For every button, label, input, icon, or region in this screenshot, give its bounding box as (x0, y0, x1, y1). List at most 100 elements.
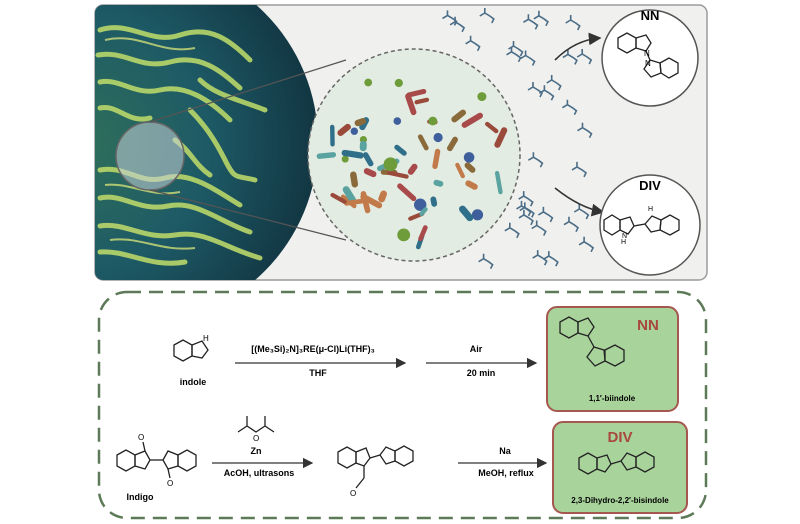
bacterium-cell (362, 152, 374, 167)
bacterium-cell (455, 162, 465, 179)
bacterium-cell (393, 117, 402, 125)
bacterium-cell (451, 109, 467, 123)
div-nh-atom-2: H (648, 206, 653, 213)
bacterium-cell (414, 198, 427, 211)
metabolite-molecule (442, 10, 458, 26)
bacterium-cell (432, 148, 441, 169)
bacterium-cell (316, 152, 337, 159)
acetic-anhydride-structure (237, 416, 275, 433)
biindole-structure (559, 316, 625, 367)
bacterium-cell (394, 144, 407, 156)
metabolite-molecule (520, 50, 536, 66)
arrow-to-div (554, 187, 605, 217)
bacterium-cell (386, 170, 409, 179)
metabolite-molecule (531, 220, 547, 236)
metabolite-molecule (565, 15, 581, 31)
bacterium-cell (344, 198, 365, 206)
bacterium-cell (494, 170, 503, 195)
acetyl-bisindoline-structure (337, 445, 414, 489)
metabolite-molecule (576, 49, 593, 65)
bacterium-cell (461, 112, 483, 128)
bacterium-cell (406, 88, 427, 98)
nn-n-atom-2: N (645, 59, 651, 68)
row2-step2-bottom: MeOH, reflux (478, 468, 534, 478)
bacterium-cell (463, 152, 475, 163)
metabolite-molecule (504, 222, 520, 239)
metabolite-molecule (522, 14, 539, 30)
bacterium-cell (330, 192, 347, 204)
row2-reagent-bottom: AcOH, ultrasons (224, 468, 295, 478)
bacterium-cell (465, 180, 478, 190)
product-name-div: 2,3-Dihydro-2,2′-bisindole (571, 496, 669, 505)
bacterium-cell (350, 127, 358, 135)
top-panel: NN N N DIV H N H (94, 4, 708, 281)
metabolite-molecule (508, 41, 524, 57)
metabolite-molecule (527, 82, 544, 98)
metabolite-molecule (573, 204, 590, 220)
product-circle-nn-label: NN (641, 8, 660, 23)
product-box-div: DIV 2,3-Dihydro-2,2′-bisindole (552, 421, 688, 514)
bacterium-cell (394, 78, 403, 88)
row1-step2-top: Air (470, 344, 483, 354)
product-circle-div-label: DIV (639, 178, 661, 193)
row1-solvent: THF (309, 368, 327, 378)
bacterium-cell (354, 118, 367, 127)
bacterium-cell (405, 93, 417, 116)
metabolite-molecule (518, 191, 534, 207)
bacterium-cell (433, 179, 444, 187)
bacterium-cell (428, 116, 438, 126)
row2-step2-top: Na (499, 446, 511, 456)
indigo-label: Indigo (127, 492, 154, 502)
microbiome-circle (307, 48, 521, 262)
bacterium-cell (477, 92, 487, 102)
bacterium-cell (364, 78, 373, 87)
metabolite-molecule (465, 35, 481, 52)
indole-label: indole (180, 377, 207, 387)
bacterium-cell (494, 127, 508, 148)
bacterium-cell (342, 186, 357, 204)
dihydro-bisindole-structure (578, 451, 655, 475)
bacterium-cell (414, 97, 430, 105)
bacterium-cell (464, 162, 476, 173)
indigo-o-atom-1: O (138, 433, 144, 442)
zoom-line-top (149, 59, 347, 123)
acetyl-o-atom: O (350, 489, 356, 498)
reaction-scheme-panel: H indole [(Me₃Si)₂N]₃RE(μ-Cl)Li(THF)₃ TH… (97, 290, 708, 520)
metabolite-molecule (578, 236, 595, 253)
bacterium-cell (433, 132, 443, 143)
bacterium-cell (459, 205, 474, 222)
product-circle-nn: NN N N (601, 8, 699, 107)
bacterium-cell (407, 163, 418, 175)
bacterium-cell (330, 124, 335, 147)
anhydride-o-atom: O (253, 434, 259, 443)
bacterium-cell (485, 121, 499, 134)
nn-n-atom-1: N (644, 49, 650, 58)
row1-reagent: [(Me₃Si)₂N]₃RE(μ-Cl)Li(THF)₃ (251, 344, 374, 354)
product-name-nn: 1,1′-biindole (589, 394, 636, 403)
product-badge-nn: NN (637, 317, 659, 334)
bacterium-cell (397, 183, 417, 202)
bacterium-cell (363, 168, 377, 178)
arrow-to-nn (554, 32, 602, 61)
row1-step2-bottom: 20 min (467, 368, 496, 378)
bisindole-structure-top (603, 214, 680, 236)
metabolite-molecule (563, 216, 580, 233)
indigo-structure (116, 441, 197, 479)
metabolite-molecule (479, 8, 495, 24)
bacterium-cell (383, 157, 398, 172)
bacterium-cell (430, 196, 438, 207)
div-n-atom-1: N (622, 233, 627, 240)
indigo-o-atom-2: O (167, 479, 173, 488)
metabolite-molecule (527, 152, 544, 168)
bacterium-cell (446, 136, 458, 152)
bacterium-cell (350, 171, 359, 188)
indole-structure (173, 339, 209, 362)
bacterium-cell (337, 123, 351, 136)
product-badge-div: DIV (607, 429, 632, 446)
zoom-line-bottom (149, 189, 347, 241)
metabolite-molecule (532, 250, 548, 266)
metabolite-molecule (546, 75, 562, 91)
bacterium-cell (417, 134, 429, 151)
bacterium-cell (360, 193, 383, 209)
